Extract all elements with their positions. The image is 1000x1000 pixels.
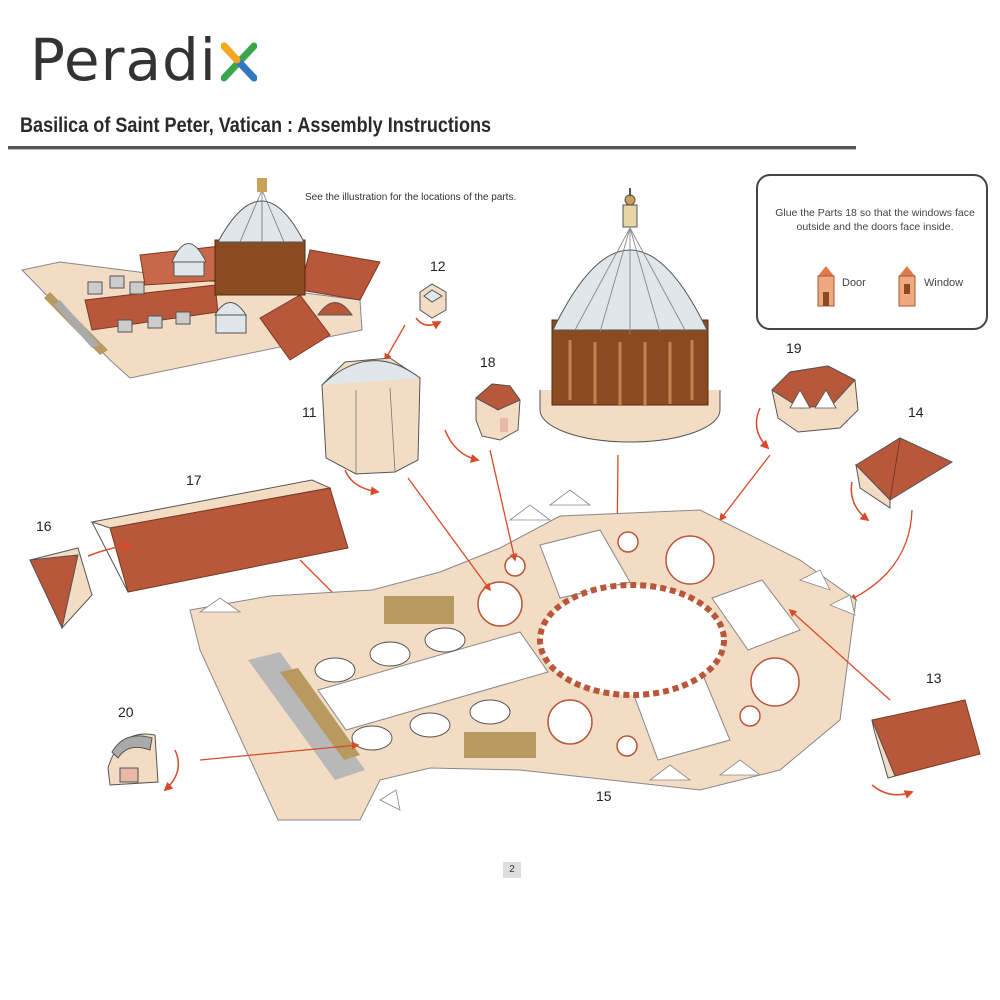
part-12-label: 12 bbox=[430, 258, 446, 274]
door-label: Door bbox=[842, 277, 866, 289]
part-16-label: 16 bbox=[36, 518, 52, 534]
info-box bbox=[756, 174, 988, 330]
part-18-illustration bbox=[445, 384, 520, 460]
part-13-label: 13 bbox=[926, 670, 942, 686]
part-20-label: 20 bbox=[118, 704, 134, 720]
part-15-label: 15 bbox=[596, 788, 612, 804]
part-19-illustration bbox=[720, 366, 858, 520]
window-label: Window bbox=[924, 277, 963, 289]
part-19-label: 19 bbox=[786, 340, 802, 356]
part-17-label: 17 bbox=[186, 472, 202, 488]
part-12-illustration bbox=[416, 284, 446, 325]
assembled-model-illustration bbox=[22, 178, 380, 378]
illustration-note: See the illustration for the locations o… bbox=[305, 192, 516, 203]
info-box-text: Glue the Parts 18 so that the windows fa… bbox=[770, 206, 980, 234]
part-11-label: 11 bbox=[302, 404, 317, 420]
part-14-label: 14 bbox=[908, 404, 924, 420]
page-number: 2 bbox=[503, 862, 521, 878]
part-11-illustration bbox=[322, 325, 420, 492]
part-16-illustration bbox=[30, 545, 130, 628]
part-18-label: 18 bbox=[480, 354, 496, 370]
part-14-illustration bbox=[850, 438, 952, 600]
